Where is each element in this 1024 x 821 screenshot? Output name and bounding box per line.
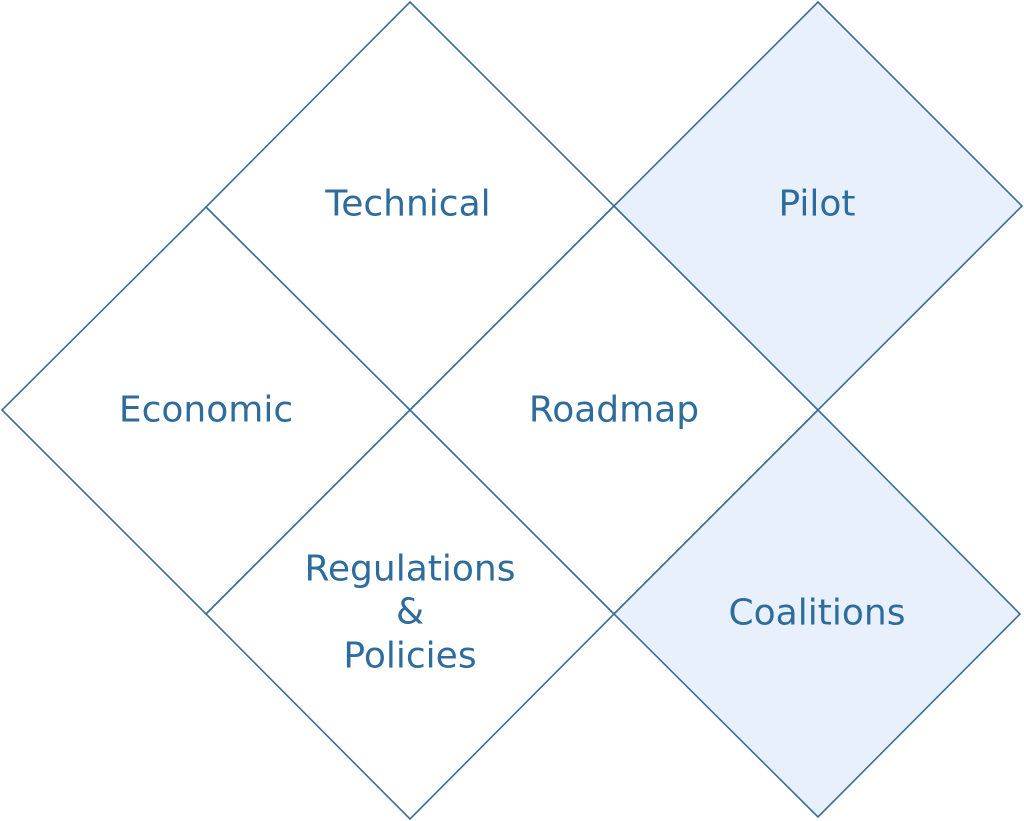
tile-roadmap-label: Roadmap bbox=[529, 390, 699, 431]
tile-regulations-label-line-2: & bbox=[396, 592, 424, 633]
tile-regulations-label-line-3: Policies bbox=[343, 636, 476, 677]
tile-economic-label: Economic bbox=[119, 390, 293, 431]
tile-technical-label: Technical bbox=[324, 184, 490, 225]
tile-coalitions: Coalitions bbox=[612, 408, 1022, 819]
tile-regulations-label-line-1: Regulations bbox=[305, 549, 516, 590]
tile-pilot: Pilot bbox=[612, 0, 1024, 412]
tile-coalitions-shape bbox=[612, 408, 1022, 819]
tile-pilot-label: Pilot bbox=[778, 184, 855, 225]
tile-coalitions-label: Coalitions bbox=[729, 593, 906, 634]
